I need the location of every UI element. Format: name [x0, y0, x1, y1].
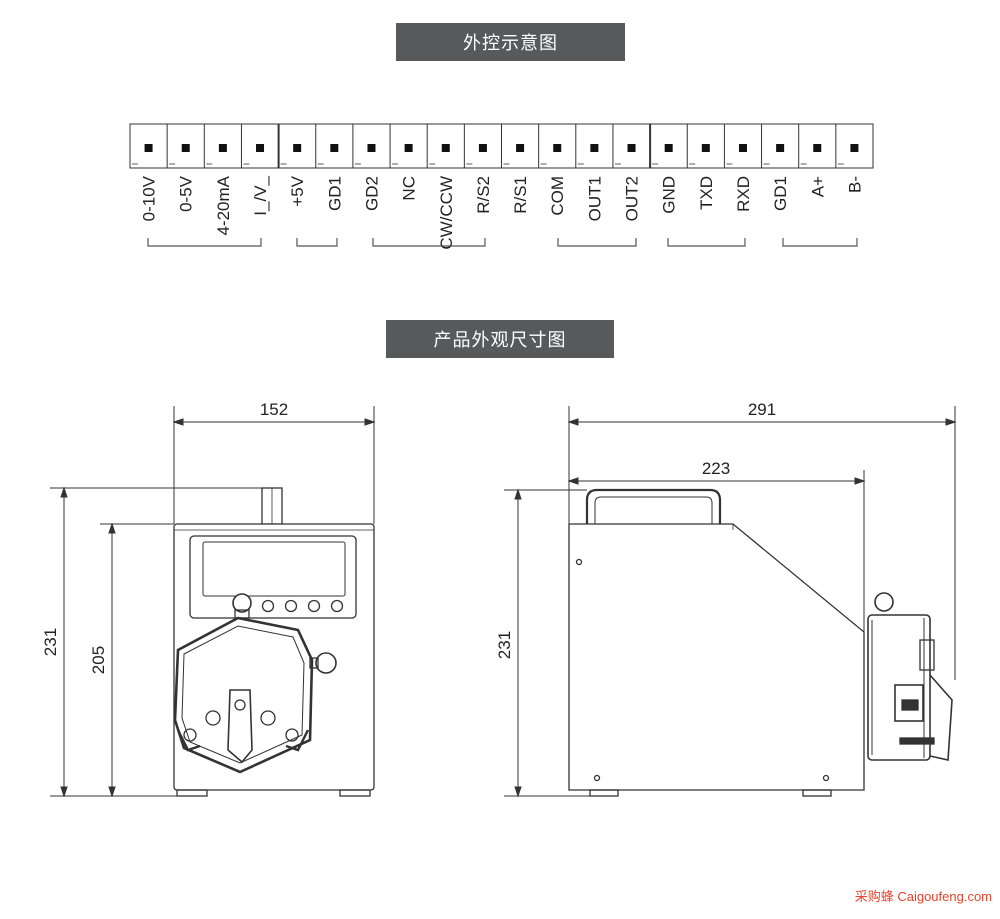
- watermark-footer: 采购蜂 Caigoufeng.com: [854, 889, 992, 904]
- terminal-screw: [367, 144, 376, 152]
- terminal-label: GD1: [325, 176, 344, 211]
- terminal-screw: [516, 144, 525, 152]
- keypad-button: [261, 599, 275, 613]
- side-view: [568, 488, 953, 797]
- side-height-label: 231: [495, 631, 514, 659]
- terminal-screw: [293, 144, 302, 152]
- keypad-button: [284, 599, 298, 613]
- terminal-screw: [404, 144, 413, 152]
- terminal-screw: [256, 144, 265, 152]
- terminal-screw: [590, 144, 599, 152]
- front-dimension-labels: 152 231 205: [41, 400, 288, 674]
- bracket-analog: [147, 238, 262, 247]
- terminal-screw: [330, 144, 339, 152]
- wiring-diagram-header: 外控示意图: [396, 23, 625, 61]
- side-pump-knob: [874, 592, 894, 612]
- side-handle: [585, 488, 722, 524]
- pump-knob: [232, 593, 252, 613]
- front-foot-left: [176, 789, 208, 797]
- terminal-label: R/S2: [474, 176, 493, 214]
- front-dimension-lines: [50, 406, 376, 798]
- side-body: [568, 523, 865, 791]
- terminal-label: GD1: [771, 176, 790, 211]
- side-dimension-labels: 291 223 231: [495, 400, 776, 659]
- dimensions-diagram-header: 产品外观尺寸图: [386, 320, 614, 358]
- bracket-output: [557, 238, 637, 247]
- side-foot-right: [802, 789, 832, 797]
- side-knob: [315, 652, 337, 674]
- terminal-label: 0-10V: [140, 175, 159, 221]
- terminal-label: 0-5V: [177, 175, 196, 212]
- terminal-label: GND: [660, 176, 679, 214]
- terminal-label: +5V: [288, 175, 307, 206]
- terminal-screw: [553, 144, 562, 152]
- terminal-labels: 0-10V 0-5V 4-20mA I_/V_ +5V GD1 GD2 NC CW/CCW R/S…: [140, 175, 865, 249]
- terminal-screw: [144, 144, 153, 152]
- terminal-screw: [738, 144, 747, 152]
- terminal-label: OUT2: [623, 176, 642, 221]
- terminal-label: RXD: [734, 176, 753, 212]
- terminal-screw: [776, 144, 785, 152]
- side-length-total-label: 291: [748, 400, 776, 419]
- terminal-label: COM: [548, 176, 567, 216]
- display-bezel: [189, 535, 357, 619]
- terminal-screw: [813, 144, 822, 152]
- bracket-rs485: [782, 238, 858, 247]
- terminal-group-brackets: [147, 238, 858, 247]
- terminal-label: NC: [400, 176, 419, 201]
- terminal-label: TXD: [697, 176, 716, 210]
- terminal-screw: [478, 144, 487, 152]
- bracket-power: [296, 238, 338, 247]
- front-height-body-label: 205: [89, 646, 108, 674]
- terminal-label: B-: [845, 176, 864, 193]
- terminal-screw: [850, 144, 859, 152]
- front-width-label: 152: [260, 400, 288, 419]
- front-view: [173, 487, 375, 797]
- bracket-control: [372, 238, 486, 247]
- side-foot-left: [589, 789, 619, 797]
- keypad-button: [330, 599, 344, 613]
- front-foot-right: [339, 789, 371, 797]
- terminal-screw: [701, 144, 710, 152]
- terminal-label: I_/V_: [251, 175, 270, 215]
- terminal-label: CW/CCW: [437, 176, 456, 250]
- terminal-screw: [441, 144, 450, 152]
- side-length-body-label: 223: [702, 459, 730, 478]
- side-pump-head: [867, 614, 931, 761]
- terminal-screw: [627, 144, 636, 152]
- terminal-screw: [664, 144, 673, 152]
- display-screen: [202, 541, 346, 597]
- terminal-screw: [181, 144, 190, 152]
- terminal-label: OUT1: [585, 176, 604, 221]
- terminal-label: A+: [808, 176, 827, 197]
- terminal-screw: [218, 144, 227, 152]
- terminal-label: 4-20mA: [214, 175, 233, 235]
- terminal-cells: [132, 124, 859, 168]
- terminal-label: R/S1: [511, 176, 530, 214]
- terminal-label: GD2: [362, 176, 381, 211]
- front-height-total-label: 231: [41, 628, 60, 656]
- keypad-button: [307, 599, 321, 613]
- side-dimension-lines: [504, 406, 957, 798]
- bracket-serial: [667, 238, 746, 247]
